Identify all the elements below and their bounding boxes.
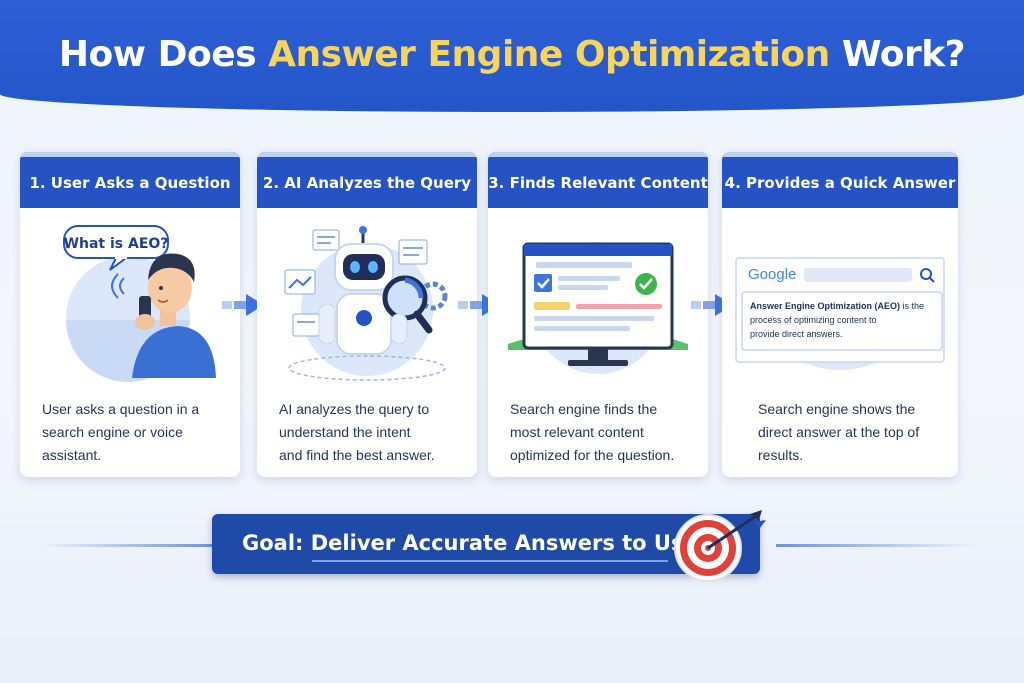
search-results-icon: Google Answer Engine Optimization (AEO) … <box>735 257 945 370</box>
step-card-1: 1. User Asks a Question What is AEO? Use… <box>20 152 240 477</box>
step-4-heading: 4. Provides a Quick Answer <box>722 152 958 208</box>
goal-underline <box>312 560 668 562</box>
step-1-heading: 1. User Asks a Question <box>20 152 240 208</box>
person-phone-icon: What is AEO? <box>63 225 216 382</box>
answer-line-2: process of optimizing content to <box>750 315 877 325</box>
step-4-description: Search engine shows the direct answer at… <box>758 401 920 463</box>
step-card-3: 3. Finds Relevant Content Search engine … <box>488 152 708 477</box>
step-2-heading: 2. AI Analyzes the Query <box>257 152 477 208</box>
step-card-4: 4. Provides a Quick Answer Google Answer… <box>722 152 958 477</box>
page-title: How Does Answer Engine Optimization Work… <box>58 34 966 75</box>
step-card-2: 2. AI Analyzes the Query AI analyzes <box>257 152 477 477</box>
svg-text:Answer Engine Optimization (AE: Answer Engine Optimization (AEO) is the <box>750 301 924 311</box>
goal-line-right <box>776 544 976 547</box>
step-2-description: AI analyzes the query to understand the … <box>279 401 435 463</box>
robot-magnifier-icon <box>284 226 448 381</box>
goal-text: Goal: Deliver Accurate Answers to Users <box>242 531 721 555</box>
step-3-heading: 3. Finds Relevant Content <box>488 152 708 208</box>
arrow-right-icon <box>222 294 264 316</box>
answer-line-3: provide direct answers. <box>750 329 843 339</box>
monitor-checklist-icon <box>508 242 688 374</box>
header-banner: How Does Answer Engine Optimization Work… <box>0 0 1024 112</box>
title-highlight: Answer Engine Optimization <box>268 34 830 75</box>
goal-banner: Goal: Deliver Accurate Answers to Users <box>212 514 760 574</box>
speech-bubble-text: What is AEO? <box>64 236 169 252</box>
answer-bold-text: Answer Engine Optimization (AEO) <box>750 301 900 311</box>
target-arrow-icon <box>674 510 766 582</box>
goal-line-left <box>40 544 212 547</box>
step-1-description: User asks a question in a search engine … <box>42 401 200 463</box>
google-logo: Google <box>748 266 796 283</box>
step-3-description: Search engine finds the most relevant co… <box>510 401 675 463</box>
goal-section: Goal: Deliver Accurate Answers to Users <box>0 508 1024 584</box>
